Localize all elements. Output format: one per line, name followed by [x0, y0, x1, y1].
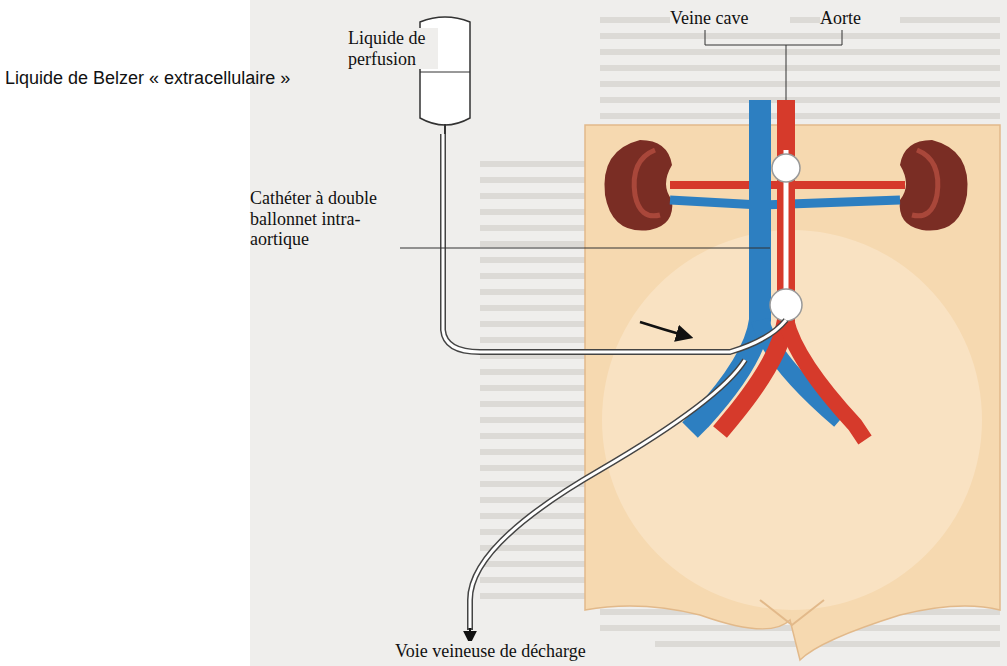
kidney [900, 140, 968, 231]
outflow-arrow [469, 628, 471, 642]
faint-line [480, 401, 590, 407]
balloon [770, 289, 802, 321]
page-ground [250, 0, 1007, 666]
faint-line [480, 273, 590, 279]
perfusion-tube [443, 134, 786, 352]
faint-line [600, 81, 1000, 87]
faint-line [480, 593, 590, 599]
catheter-label: Cathéter à double ballonnet intra-aortiq… [250, 188, 400, 250]
faint-line [600, 65, 1000, 71]
faint-line [480, 465, 590, 471]
kidney [604, 140, 672, 231]
balloon [772, 154, 800, 182]
faint-line [480, 209, 590, 215]
vessel-label: Aorte [820, 8, 900, 29]
vessel-label: Veine cave [670, 8, 790, 29]
perfusion-tube [443, 134, 786, 352]
faint-text [480, 20, 1000, 644]
kidney [634, 150, 660, 216]
faint-line [600, 33, 1000, 39]
drain-label: Voie veineuse de décharge [395, 641, 655, 662]
faint-line [480, 337, 590, 343]
faint-line [480, 161, 590, 167]
faint-line [480, 193, 590, 199]
flow-arrow [640, 322, 690, 337]
faint-line [480, 369, 590, 375]
faint-line [480, 321, 590, 327]
faint-line [480, 561, 590, 567]
solution-label: Liquide de Belzer « extracellulaire » [5, 68, 345, 89]
leader-line [345, 248, 770, 249]
faint-line [480, 257, 590, 263]
faint-line [480, 289, 590, 295]
faint-line [480, 449, 590, 455]
faint-line [480, 241, 590, 247]
faint-line [480, 417, 590, 423]
faint-line [480, 433, 590, 439]
faint-line [480, 529, 590, 535]
leader-line [705, 30, 786, 100]
faint-line [480, 385, 590, 391]
venous-tube [470, 360, 745, 630]
kidney [912, 150, 938, 216]
fluid-label: Liquide de perfusion [348, 28, 438, 69]
leader-line [786, 30, 842, 45]
faint-line [600, 49, 1000, 55]
aorta [786, 320, 865, 440]
bag-outlet [444, 124, 446, 134]
venous-tube [470, 360, 745, 628]
leader-line [420, 72, 470, 73]
faint-line [600, 17, 1000, 23]
faint-line [480, 305, 590, 311]
faint-line [480, 225, 590, 231]
pubis [760, 600, 824, 625]
faint-line [600, 113, 1000, 119]
faint-line [480, 497, 590, 503]
faint-line [600, 97, 1000, 103]
faint-line [480, 577, 590, 583]
faint-line [480, 177, 590, 183]
